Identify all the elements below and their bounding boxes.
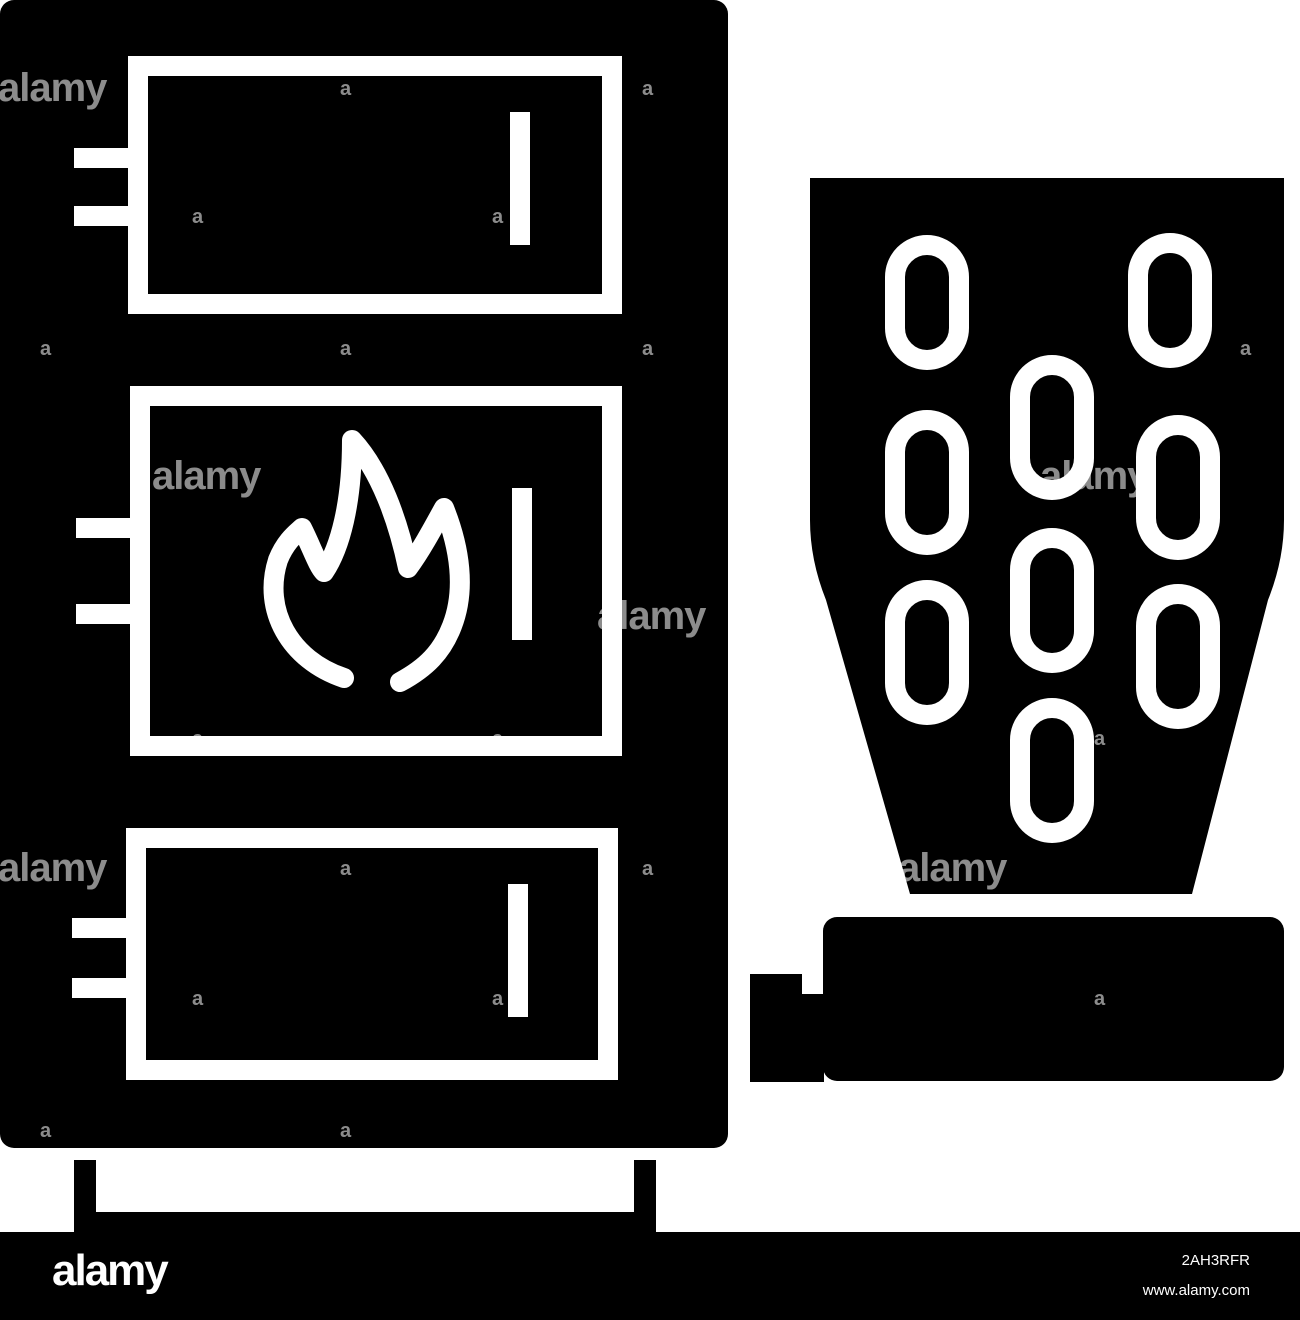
flame-icon (263, 430, 470, 692)
boiler-body (0, 0, 728, 1148)
pellet-icon (1128, 233, 1212, 368)
pellet-icon (1010, 698, 1094, 843)
feeder-pipe-slot (750, 974, 802, 994)
pellet-icon (1136, 584, 1220, 729)
watermark-bar: alamy 2AH3RFR www.alamy.com (0, 1232, 1300, 1320)
boiler-stand-base (74, 1212, 656, 1232)
alamy-logo: alamy (52, 1246, 169, 1295)
fire-door-hinge (76, 604, 132, 624)
pellet-icon (1010, 355, 1094, 500)
bottom-door-hinge (72, 918, 128, 938)
pellet-icon (885, 410, 969, 555)
feeder-base (823, 917, 1284, 1081)
fire-door-handle (512, 488, 532, 640)
pellet-hopper-icon (750, 178, 1284, 1082)
boiler-icon (0, 0, 728, 1232)
watermark-url: www.alamy.com (1142, 1282, 1250, 1299)
top-door-handle (510, 112, 530, 245)
image-id: 2AH3RFR (1181, 1252, 1250, 1269)
pellet-icon (885, 235, 969, 370)
feeder-pipe (750, 994, 824, 1082)
top-door-hinge (74, 206, 130, 226)
pellet-icon (885, 580, 969, 725)
boiler-pellet-icon (0, 0, 1284, 1232)
fire-door (130, 386, 622, 756)
bottom-door (126, 828, 618, 1080)
pellets (885, 233, 1220, 843)
pellet-icon (1136, 415, 1220, 560)
bottom-door-hinge (72, 978, 128, 998)
top-door-hinge (74, 148, 130, 168)
top-door (128, 56, 622, 314)
bottom-door-handle (508, 884, 528, 1017)
fire-door-hinge (76, 518, 132, 538)
pellet-icon (1010, 528, 1094, 673)
